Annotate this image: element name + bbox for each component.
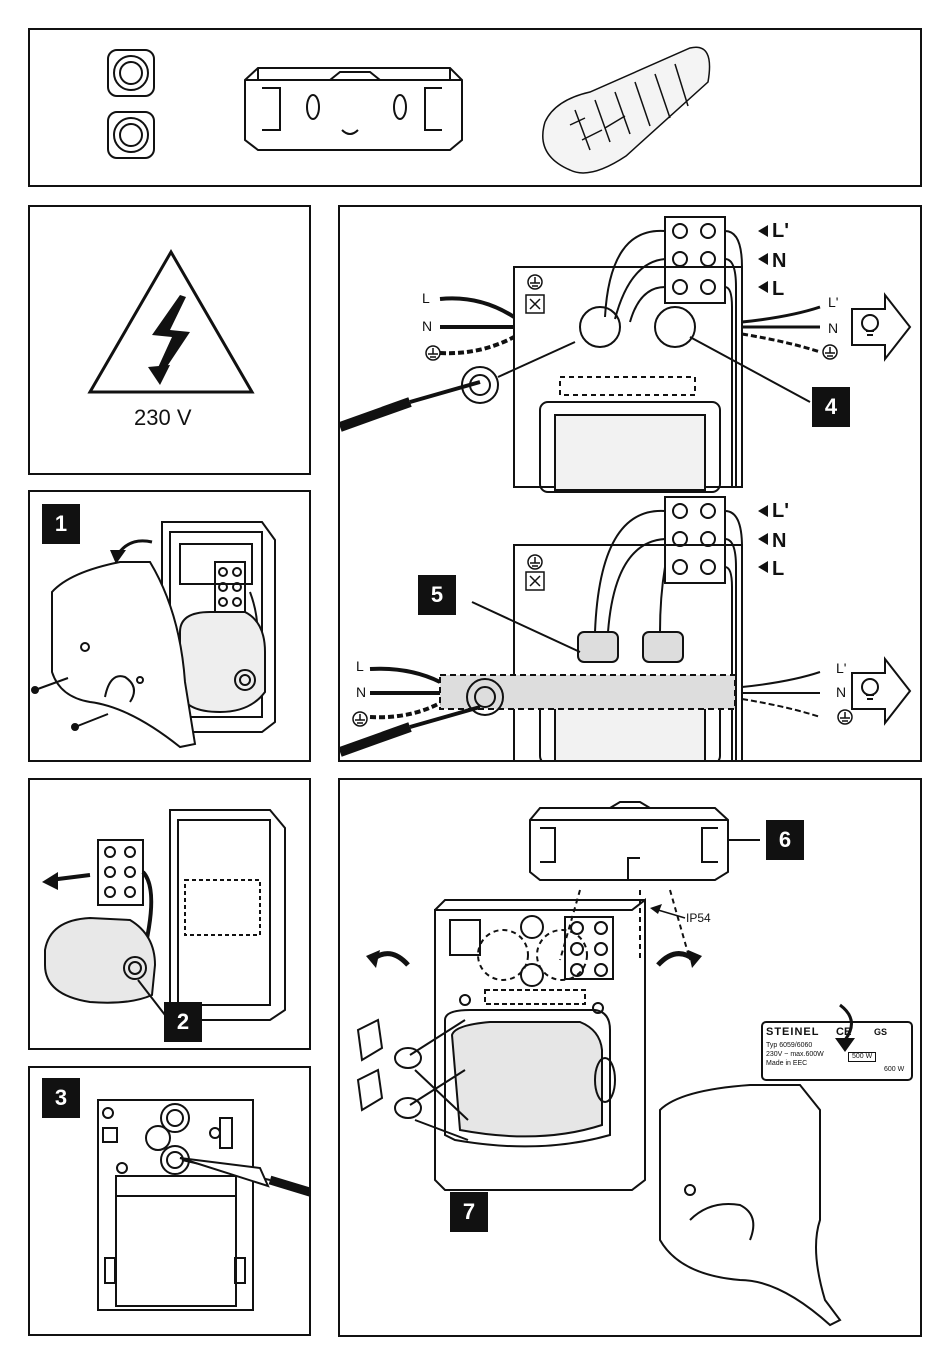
mains-l-bottom: L [356,659,364,673]
insulating-tape-icon [543,47,710,173]
label-ce-mark: CE [836,1026,851,1039]
label-load-2: 600 W [884,1066,904,1074]
wiring-panel: L' N L L N L' N 4 L' N L L N L' N 5 [338,205,922,762]
step-6-badge: 6 [766,820,804,860]
terminal-label-l-prime-top: L' [772,221,789,241]
label-brand: STEINEL [766,1026,819,1039]
voltage-label: 230 V [134,405,192,431]
label-rating: 230V ~ max.600W [766,1051,824,1059]
step3-panel: 3 [28,1066,311,1336]
terminal-label-n-top: N [772,251,786,271]
lamp-arrow-icon [852,295,910,723]
mains-l-top: L [422,291,430,305]
load-l-prime-top: L' [828,295,838,309]
terminal-label-l-top: L [772,279,784,299]
load-l-prime-bottom: L' [836,661,846,675]
terminal-label-l-bottom: L [772,559,784,579]
load-n-bottom: N [836,685,846,699]
load-n-top: N [828,321,838,335]
ip-arrow-icon [650,904,662,914]
terminal-block-icon [565,917,613,979]
label-model: Typ 6059/6060 [766,1042,812,1050]
step-2-badge: 2 [164,1002,202,1042]
label-origin: Made in EEC [766,1060,807,1068]
terminal-label-n-bottom: N [772,531,786,551]
mains-n-top: N [422,319,432,333]
rotate-arrow-left-icon [366,950,380,968]
step-7-badge: 7 [450,1192,488,1232]
warning-panel: 230 V [28,205,311,475]
step2-panel: 2 [28,778,311,1050]
lower-terminal-block-icon [665,497,725,583]
step-5-badge: 5 [418,575,456,615]
mounting-panel: 6 IP54 7 STEINEL CE GS Typ 6059/6060 230… [338,778,922,1337]
step-1-badge: 1 [42,504,80,544]
mains-n-bottom: N [356,685,366,699]
terminal-arrow-icons [758,225,768,573]
step-3-badge: 3 [42,1078,80,1118]
ip-rating-label: IP54 [686,912,711,924]
step1-panel: 1 [28,490,311,762]
grommet-bottom-icon [108,112,154,158]
terminal-cover-icon [245,68,462,150]
label-gs-mark: GS [874,1027,887,1037]
upper-terminal-block-icon [665,217,725,303]
terminal-label-l-prime-bottom: L' [772,501,789,521]
rotate-arrow-right-icon [688,950,702,968]
parts-illustration [30,30,922,187]
grommet-top-icon [108,50,154,96]
step-4-badge: 4 [812,387,850,427]
parts-panel [28,28,922,187]
terminal-block-icon [98,840,143,905]
pull-arrow-icon [42,872,58,890]
high-voltage-warning-icon [30,207,311,475]
label-plate: STEINEL CE GS Typ 6059/6060 230V ~ max.6… [766,1026,908,1076]
label-load-1: 500 W [848,1052,876,1062]
